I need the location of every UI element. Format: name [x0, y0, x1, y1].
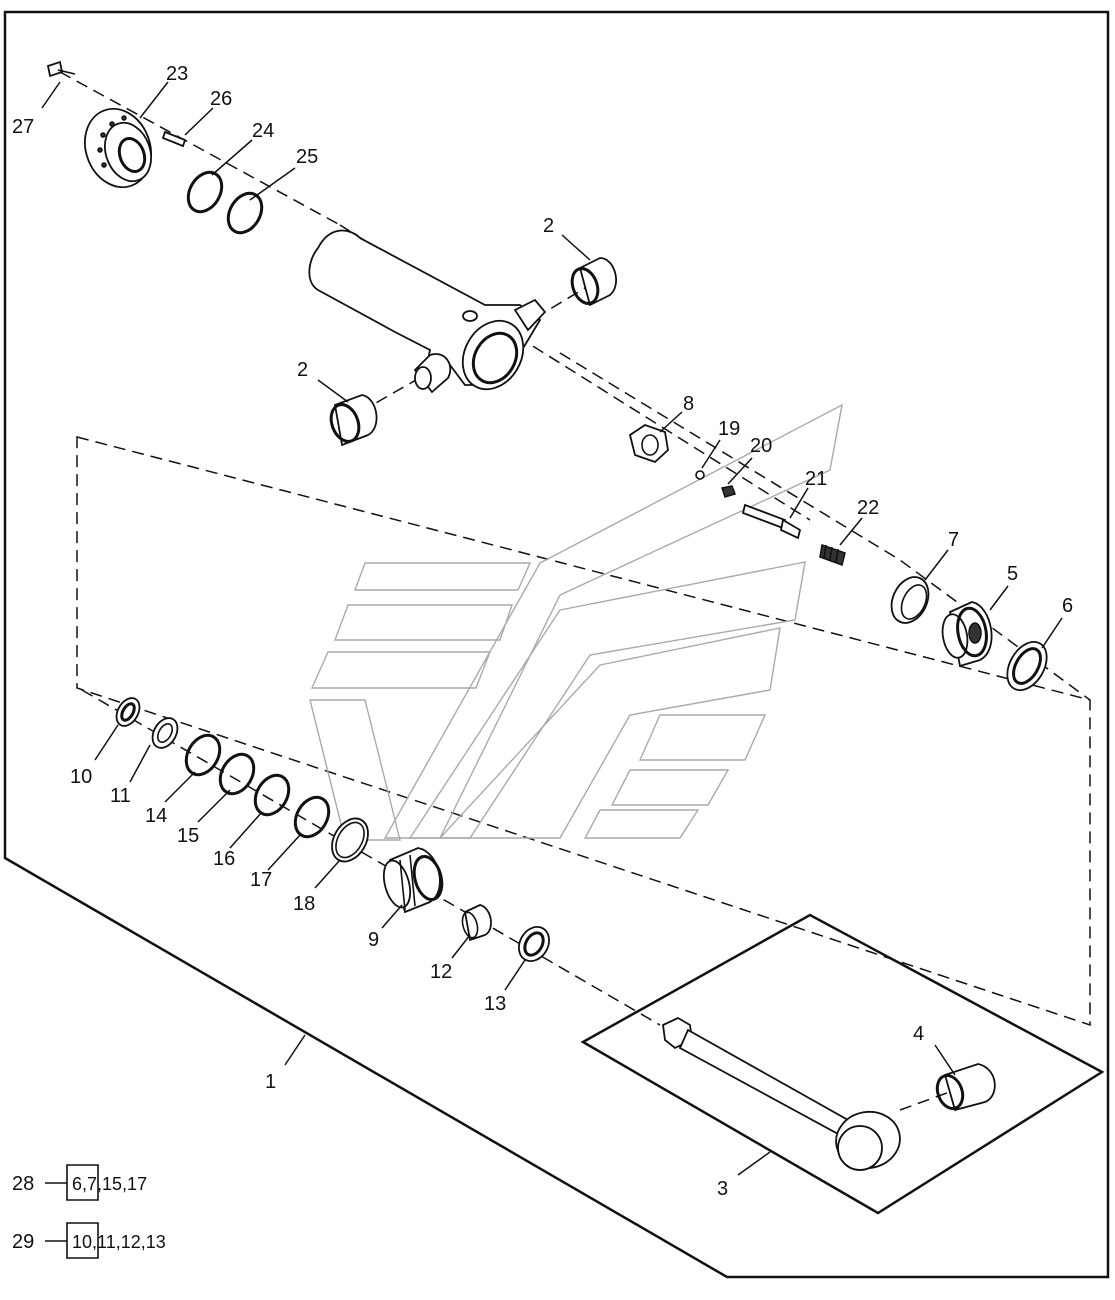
- callout-22: 22: [857, 497, 879, 519]
- piston-part-5: [941, 601, 993, 668]
- end-cap-part-23: [84, 107, 152, 189]
- ball-part-19: [695, 470, 705, 480]
- callout-25: 25: [296, 146, 318, 168]
- piston-rod-part-3: [662, 1016, 901, 1171]
- callout-16: 16: [213, 848, 235, 870]
- kit-parts: 10,11,12,13: [72, 1232, 166, 1252]
- callout-14: 14: [145, 805, 167, 827]
- callout-9: 9: [368, 929, 379, 951]
- callout-23: 23: [166, 63, 188, 85]
- kit-number: 29: [12, 1231, 34, 1253]
- assembly-1-boundary: [76, 436, 1091, 1027]
- callout-7: 7: [948, 529, 959, 551]
- axis-upper: [59, 71, 811, 521]
- bushing-part-2-upper: [570, 257, 617, 307]
- callout-15: 15: [177, 825, 199, 847]
- axis-left-pieces: [81, 689, 661, 1026]
- callout-13: 13: [484, 993, 506, 1015]
- callout-26: 26: [210, 88, 232, 110]
- callout-19: 19: [718, 418, 740, 440]
- ring-part-24: [186, 170, 224, 214]
- callout-1: 1: [265, 1071, 276, 1093]
- rod-assembly-panel: [580, 913, 1105, 1215]
- callout-20: 20: [750, 435, 772, 457]
- outer-frame: [3, 10, 1110, 1279]
- ring-part-25: [226, 191, 264, 235]
- nut-part-8: [628, 424, 669, 464]
- callout-4: 4: [913, 1023, 924, 1045]
- axis-lower: [559, 352, 1091, 701]
- callout-2-upper: 2: [543, 215, 554, 237]
- callout-2-lower: 2: [297, 359, 308, 381]
- ring-part-10: [115, 697, 141, 727]
- callout-5: 5: [1007, 563, 1018, 585]
- bushing-part-2-lower: [329, 394, 378, 447]
- head-part-9: [382, 847, 444, 914]
- ring-part-7: [890, 576, 930, 624]
- kit-legend-29: 29 10,11,12,13: [12, 1222, 166, 1259]
- ring-part-6: [1006, 641, 1048, 691]
- nut-part-13: [518, 926, 550, 962]
- spacer-part-12: [461, 904, 492, 942]
- leader-lines: [41, 81, 1063, 1176]
- ring-part-11: [151, 717, 179, 749]
- ring-part-14: [184, 733, 222, 777]
- bolt-part-27: [46, 60, 76, 78]
- pin-part-26: [161, 130, 187, 148]
- kit-legend-28: 28 6,7,15,17: [12, 1164, 147, 1201]
- plug-part-22: [819, 543, 846, 566]
- cylinder-barrel: [308, 229, 547, 394]
- callout-8: 8: [683, 393, 694, 415]
- spring-part-20: [721, 485, 736, 498]
- ring-part-15: [218, 752, 256, 796]
- callout-12: 12: [430, 961, 452, 983]
- callout-10: 10: [70, 766, 92, 788]
- poppet-part-21: [741, 503, 802, 540]
- callout-18: 18: [293, 893, 315, 915]
- ring-part-18: [331, 817, 369, 863]
- ring-part-16: [253, 773, 291, 817]
- axis-cap-bushings: [359, 284, 956, 1111]
- ring-part-17: [293, 795, 331, 839]
- callout-24: 24: [252, 120, 274, 142]
- kit-number: 28: [12, 1173, 34, 1195]
- kit-parts: 6,7,15,17: [72, 1174, 147, 1194]
- callout-3: 3: [717, 1178, 728, 1200]
- callout-21: 21: [805, 468, 827, 490]
- callout-27: 27: [12, 116, 34, 138]
- callout-11: 11: [110, 785, 131, 807]
- callout-17: 17: [250, 869, 272, 891]
- callout-6: 6: [1062, 595, 1073, 617]
- bushing-part-4: [935, 1063, 996, 1112]
- watermark-logo: [309, 403, 843, 841]
